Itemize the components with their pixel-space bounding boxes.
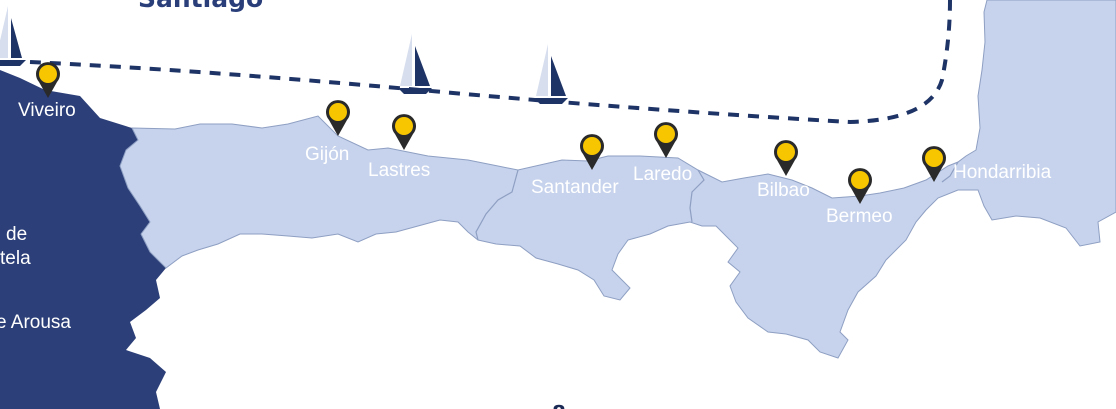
sailboat-icon [534,44,568,104]
northern-coast-region [119,0,1116,359]
place-label-santander: Santander [531,177,619,198]
map-pin-icon[interactable] [654,122,678,158]
galicia-region [0,70,166,409]
place-label-lastres: Lastres [368,160,430,181]
map-title: Santiago [138,0,263,13]
place-label-gijon: Gijón [305,144,349,165]
place-label-bilbao: Bilbao [757,180,810,201]
sailboat-icon [398,34,432,94]
internal-borders [475,161,959,241]
place-label-compostela-line2: tela [0,248,31,269]
place-label-laredo: Laredo [633,164,692,185]
place-label-viveiro: Viveiro [18,100,76,121]
sailboat-icon [0,6,26,66]
place-label-bermeo: Bermeo [826,206,893,227]
place-label-compostela-line1: de [6,224,27,245]
map-pin-icon[interactable] [392,114,416,150]
place-label-hondarribia: Hondarribia [953,162,1052,183]
page-number: 8 [552,401,566,409]
map-pin-icon[interactable] [774,140,798,176]
sailing-route-line [29,0,952,125]
place-label-arousa: e Arousa [0,312,71,333]
